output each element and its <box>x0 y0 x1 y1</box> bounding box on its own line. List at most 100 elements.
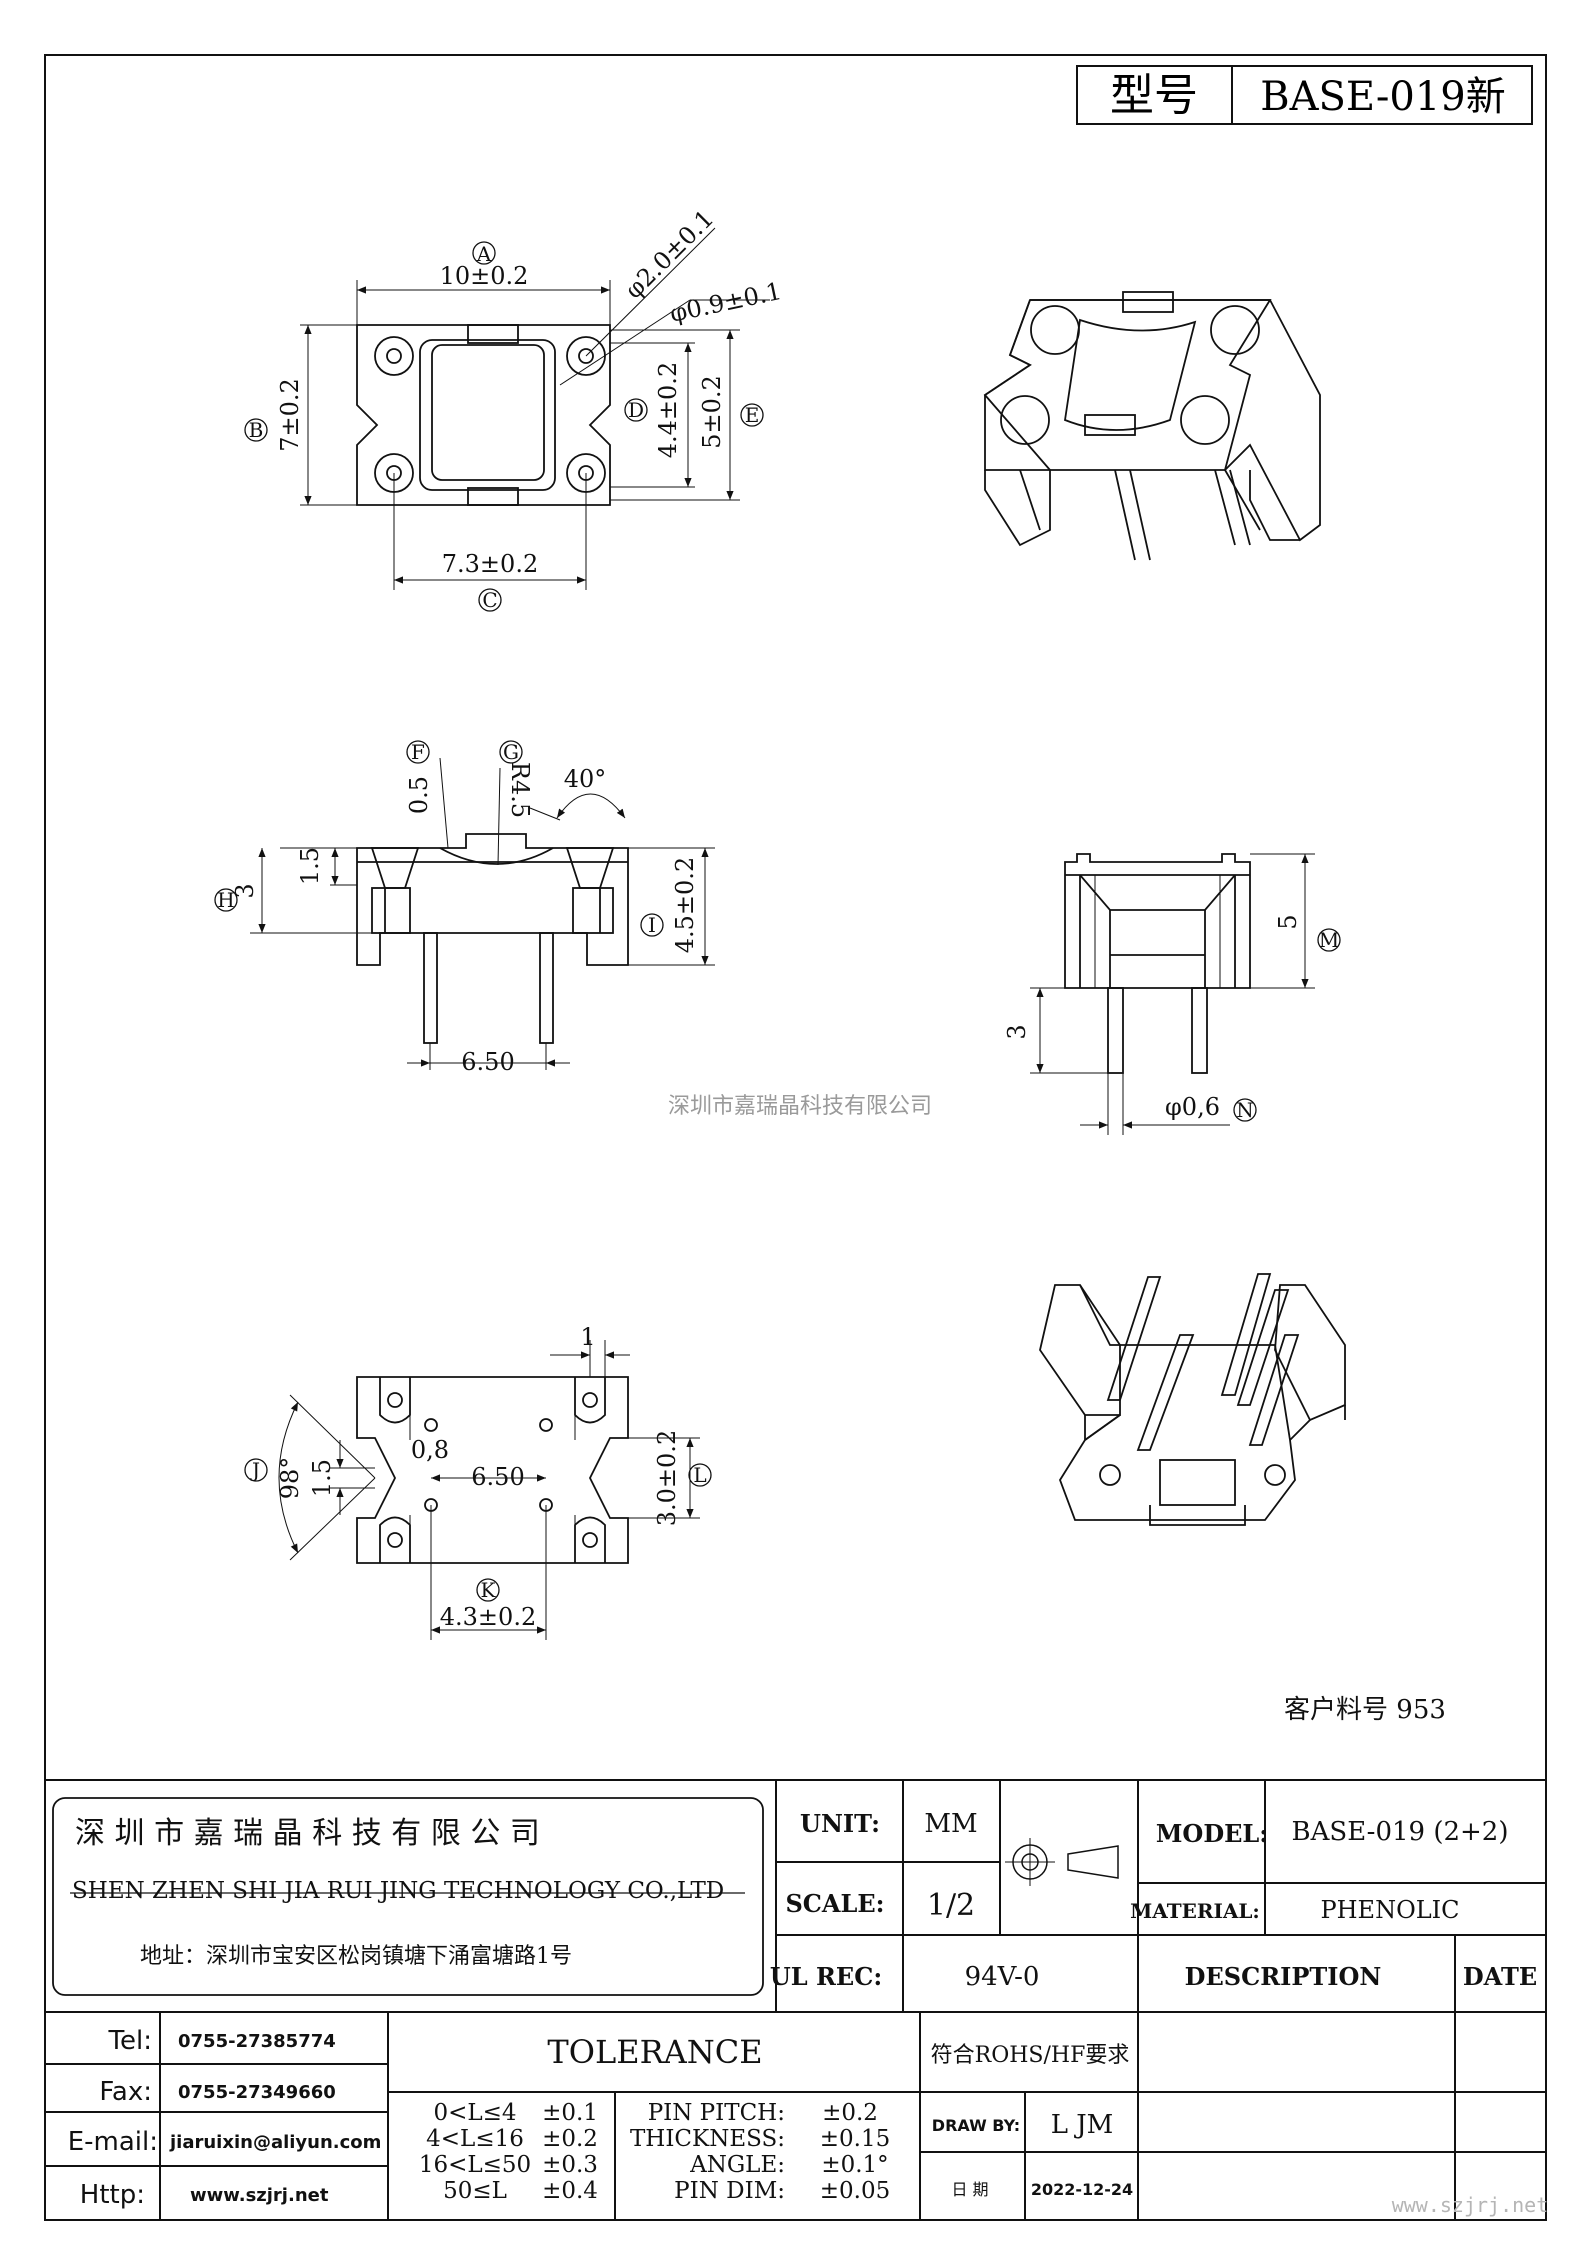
contact-block: Tel: 0755-27385774 Fax: 0755-27349660 E-… <box>68 2026 382 2210</box>
svg-text:±0.15: ±0.15 <box>820 2126 890 2152</box>
tolerance-title: TOLERANCE <box>547 2033 762 2071</box>
svg-text:±0.1: ±0.1 <box>542 2100 598 2126</box>
model-header-value: BASE-019新 <box>1260 74 1506 120</box>
svg-text:K: K <box>481 1578 497 1602</box>
projection-symbol <box>1005 1838 1119 1886</box>
ul-label: UL REC: <box>770 1962 882 1991</box>
svg-text:±0.05: ±0.05 <box>820 2178 890 2204</box>
svg-text:ANGLE:: ANGLE: <box>689 2152 785 2178</box>
svg-text:±0.2: ±0.2 <box>542 2126 598 2152</box>
svg-text:E-mail:: E-mail: <box>68 2127 158 2157</box>
svg-text:4.4±0.2: 4.4±0.2 <box>654 362 682 458</box>
svg-text:1.5: 1.5 <box>296 847 324 885</box>
svg-text:7±0.2: 7±0.2 <box>276 378 304 452</box>
svg-text:D: D <box>628 398 644 422</box>
description-label: DESCRIPTION <box>1185 1962 1382 1991</box>
material-label: MATERIAL: <box>1130 1899 1260 1923</box>
svg-text:3: 3 <box>231 883 259 898</box>
end-view-labels: 5 M 3 φ0,6 N <box>1003 914 1341 1122</box>
svg-text:3: 3 <box>1003 1024 1031 1039</box>
svg-text:±0.3: ±0.3 <box>542 2152 598 2178</box>
top-view <box>300 227 770 590</box>
scale-value: 1/2 <box>927 1888 975 1923</box>
model-value: BASE-019 (2+2) <box>1292 1817 1509 1847</box>
svg-text:16<L≤50: 16<L≤50 <box>419 2152 531 2178</box>
svg-text:1.5: 1.5 <box>308 1459 336 1497</box>
svg-text:5±0.2: 5±0.2 <box>698 375 726 449</box>
customer-part-number: 客户料号 953 <box>1284 1695 1446 1725</box>
svg-text:I: I <box>648 913 656 937</box>
svg-text:Tel:: Tel: <box>108 2026 152 2056</box>
svg-text:H: H <box>217 888 234 912</box>
svg-text:THICKNESS:: THICKNESS: <box>630 2126 785 2152</box>
svg-text:PIN PITCH:: PIN PITCH: <box>648 2100 785 2126</box>
bottom-view-labels: 1 0,8 6.50 1.5 98° J 3.0±0.2 L K 4.3±0.2 <box>244 1323 712 1631</box>
svg-text:Http:: Http: <box>80 2180 145 2210</box>
svg-text:0.5: 0.5 <box>405 776 433 814</box>
svg-text:F: F <box>411 740 425 764</box>
iso-view-bottom <box>1039 1273 1346 1526</box>
svg-text:±0.4: ±0.4 <box>542 2178 598 2204</box>
svg-text:jiaruixin@aliyun.com: jiaruixin@aliyun.com <box>169 2132 381 2153</box>
svg-text:L: L <box>693 1463 706 1487</box>
svg-text:PIN DIM:: PIN DIM: <box>674 2178 785 2204</box>
unit-label: UNIT: <box>800 1809 880 1838</box>
material-value: PHENOLIC <box>1320 1896 1459 1924</box>
svg-text:98°: 98° <box>276 1457 304 1500</box>
scale-label: SCALE: <box>785 1889 884 1918</box>
date-cn-label: 日 期 <box>951 2180 988 2199</box>
title-block <box>45 1779 1546 2220</box>
svg-text:0755-27349660: 0755-27349660 <box>178 2082 336 2103</box>
svg-text:M: M <box>1319 928 1339 952</box>
svg-text:±0.2: ±0.2 <box>822 2100 878 2126</box>
svg-text:G: G <box>503 740 519 764</box>
svg-text:www.szjrj.net: www.szjrj.net <box>190 2185 329 2206</box>
date-label: DATE <box>1463 1962 1537 1991</box>
company-name-en: SHEN ZHEN SHI JIA RUI JING TECHNOLOGY CO… <box>72 1878 724 1904</box>
company-name-cn: 深 圳 市 嘉 瑞 晶 科 技 有 限 公 司 <box>75 1816 540 1851</box>
ul-value: 94V-0 <box>965 1962 1040 1992</box>
svg-text:A: A <box>476 242 492 266</box>
svg-text:4.5±0.2: 4.5±0.2 <box>671 857 699 953</box>
svg-text:R4.5: R4.5 <box>506 762 534 818</box>
svg-text:φ2.0±0.1: φ2.0±0.1 <box>619 204 719 304</box>
sheet-border <box>44 54 1547 2221</box>
svg-text:J: J <box>250 1458 260 1482</box>
svg-text:6.50: 6.50 <box>461 1048 514 1076</box>
tolerance-table: 0<L≤4 ±0.1 4<L≤16 ±0.2 16<L≤50 ±0.3 50≤L… <box>419 2100 890 2204</box>
svg-text:3.0±0.2: 3.0±0.2 <box>653 1430 681 1526</box>
svg-text:C: C <box>482 588 497 612</box>
model-header-box: 型号 BASE-019新 <box>1076 65 1533 125</box>
model-label: MODEL: <box>1156 1819 1268 1848</box>
svg-text:4.3±0.2: 4.3±0.2 <box>440 1603 536 1631</box>
bottom-view <box>278 1340 700 1640</box>
svg-text:1: 1 <box>580 1323 595 1351</box>
top-view-labels: A 10±0.2 B 7±0.2 7.3±0.2 C D 4.4±0.2 5±0… <box>244 204 784 612</box>
svg-text:6.50: 6.50 <box>471 1463 524 1491</box>
side-view-labels: F 0.5 G R4.5 40° H 3 1.5 I 4.5±0.2 6.50 <box>214 740 699 1076</box>
iso-view-top <box>983 291 1321 561</box>
svg-text:40°: 40° <box>564 765 607 793</box>
site-watermark: www.szjrj.net <box>1392 2193 1549 2217</box>
svg-text:0,8: 0,8 <box>411 1436 449 1464</box>
svg-text:4<L≤16: 4<L≤16 <box>426 2126 524 2152</box>
svg-text:50≤L: 50≤L <box>443 2178 507 2204</box>
unit-value: MM <box>924 1809 977 1839</box>
company-address: 地址：深圳市宝安区松岗镇塘下涌富塘路1号 <box>140 1944 572 1969</box>
svg-text:10±0.2: 10±0.2 <box>440 262 529 290</box>
rohs-note: 符合ROHS/HF要求 <box>931 2043 1130 2068</box>
svg-text:0755-27385774: 0755-27385774 <box>178 2031 336 2052</box>
end-view <box>1030 853 1315 1135</box>
svg-text:±0.1°: ±0.1° <box>821 2152 888 2178</box>
side-view <box>250 757 715 1070</box>
svg-text:0<L≤4: 0<L≤4 <box>433 2100 516 2126</box>
svg-text:φ0.9±0.1: φ0.9±0.1 <box>667 277 784 328</box>
svg-text:φ0,6: φ0,6 <box>1165 1093 1220 1121</box>
draw-by-value: L JM <box>1051 2110 1114 2140</box>
draw-by-label: DRAW BY: <box>932 2116 1020 2135</box>
watermark-text: 深圳市嘉瑞晶科技有限公司 <box>668 1094 932 1119</box>
svg-text:N: N <box>1236 1098 1254 1122</box>
top-view-outline <box>356 324 611 506</box>
date-value: 2022-12-24 <box>1031 2180 1133 2199</box>
